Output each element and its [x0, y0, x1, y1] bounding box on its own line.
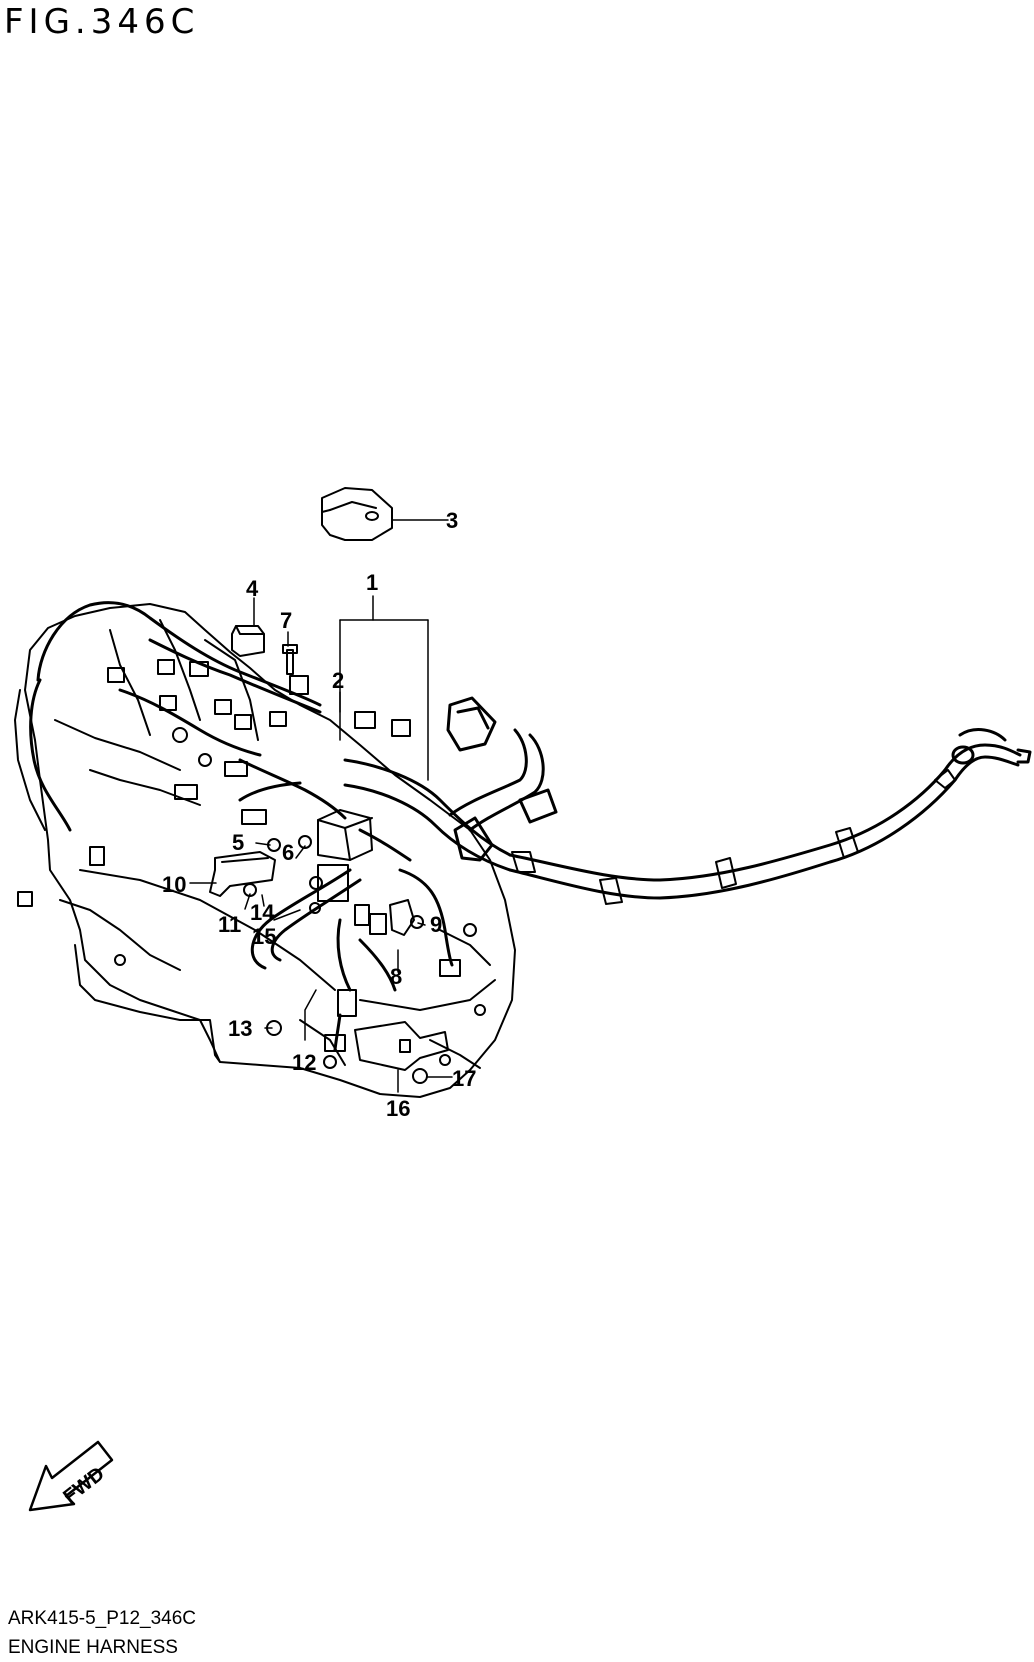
- bolt-part: [282, 644, 298, 675]
- right-harness-branch: [446, 696, 558, 862]
- harness-connectors: [17, 659, 461, 1052]
- callout-8: 8: [390, 964, 402, 989]
- lower-harness-branch: [250, 828, 454, 1052]
- callout-10: 10: [162, 872, 186, 897]
- callout-16: 16: [386, 1096, 410, 1121]
- small-bracket: [389, 899, 415, 936]
- callout-7: 7: [280, 608, 292, 633]
- diagram-code: ARK415-5_P12_346C: [8, 1608, 197, 1629]
- clamp-part: [231, 625, 265, 657]
- callout-11: 11: [218, 912, 241, 937]
- callout-17: 17: [452, 1066, 476, 1091]
- forward-arrow-icon: [28, 1440, 114, 1512]
- callout-5: 5: [232, 830, 244, 855]
- harness-sleeves: [511, 769, 956, 905]
- upper-harness-branch: [29, 601, 347, 832]
- callout-13: 13: [228, 1016, 252, 1041]
- callout-15: 15: [252, 924, 276, 949]
- leader-lines: [189, 519, 453, 1093]
- callout-6: 6: [282, 840, 294, 865]
- engine-block-outline: [14, 603, 516, 1098]
- callout-14: 14: [250, 900, 275, 925]
- callout-12: 12: [292, 1050, 316, 1075]
- central-bracket: [209, 809, 373, 897]
- bolts: [243, 835, 428, 1084]
- diagram-name: ENGINE HARNESS: [8, 1637, 178, 1658]
- callout-9: 9: [430, 912, 442, 937]
- callout-4: 4: [246, 576, 259, 601]
- main-harness-trunk: [343, 728, 1032, 900]
- mounting-bracket: [354, 1021, 449, 1071]
- callout-2: 2: [332, 668, 344, 693]
- figure-title: FIG.346C: [4, 2, 200, 42]
- callout-3: 3: [446, 508, 458, 533]
- harness-cover-part: [321, 487, 393, 541]
- callout-1: 1: [366, 570, 378, 595]
